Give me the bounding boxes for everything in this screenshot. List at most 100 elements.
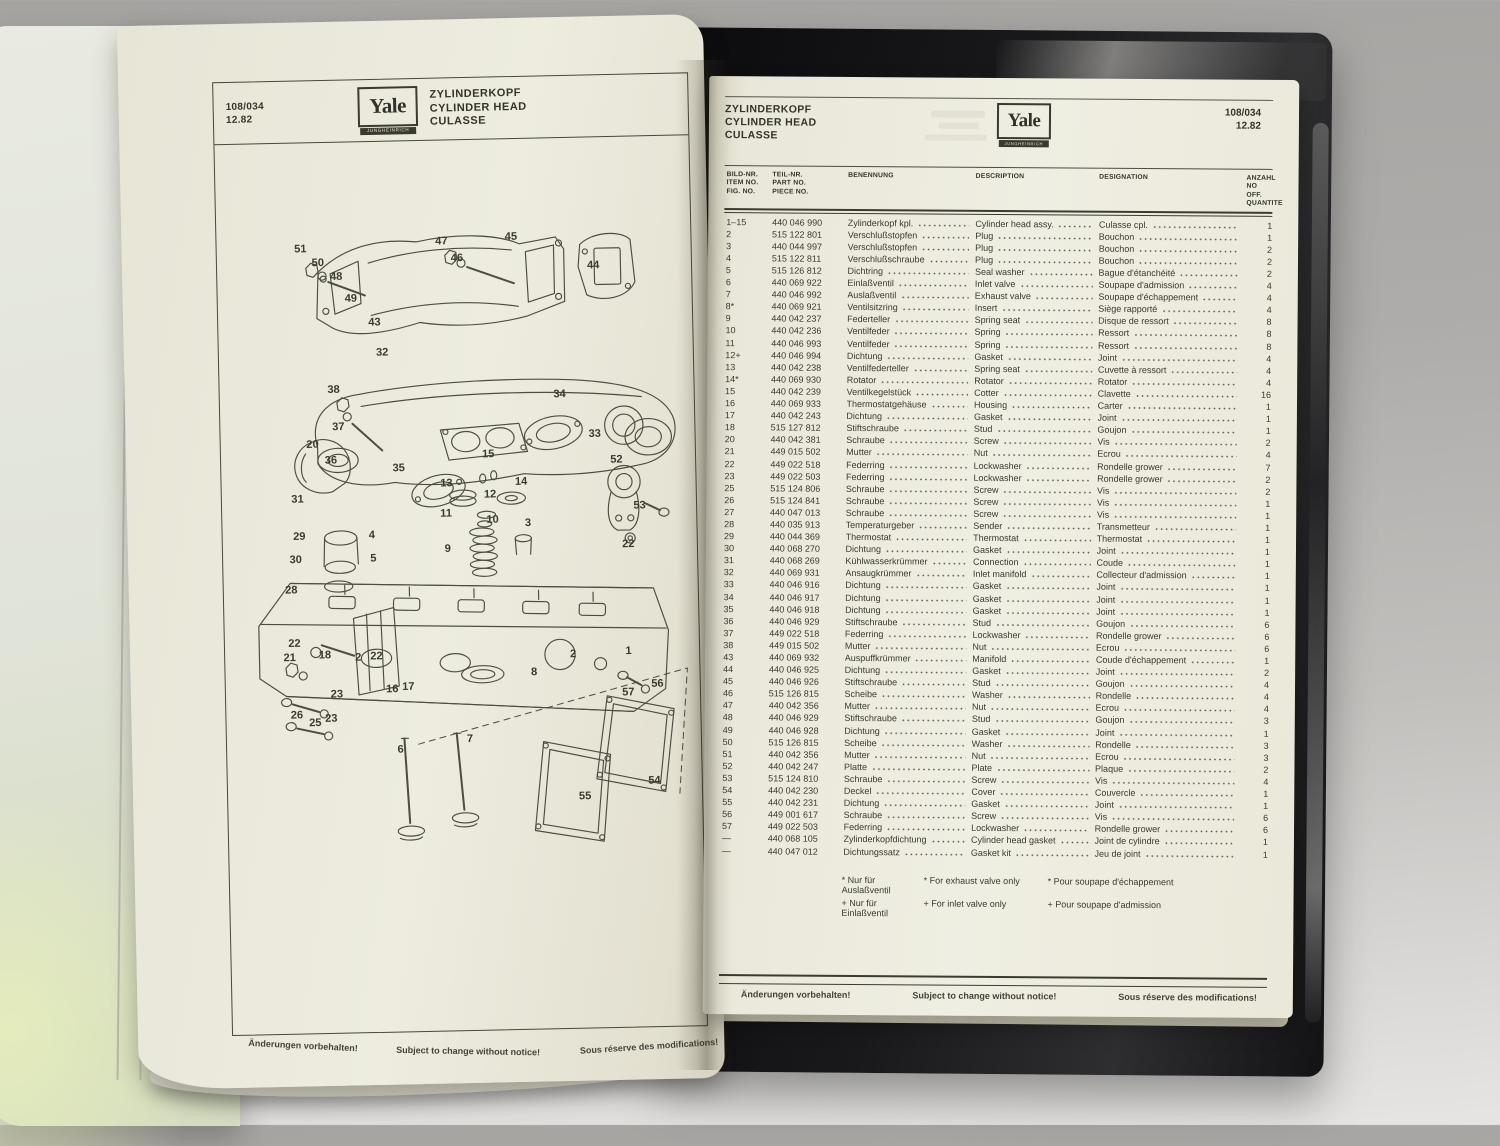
dot-leader <box>990 644 1090 653</box>
cell-en: Seal washer <box>975 267 1099 278</box>
cell-en: Connection <box>973 557 1097 568</box>
water-elbow <box>294 439 359 593</box>
cell-fr: Bouchon <box>1099 231 1245 243</box>
diagram-callout: 12 <box>484 488 497 500</box>
dot-leader <box>903 849 965 858</box>
diagram-callout: 22 <box>622 538 635 550</box>
dot-leader <box>1119 548 1237 557</box>
cell-en: Nut <box>972 642 1096 653</box>
cell-part: 440 046 929 <box>768 712 819 724</box>
cell-item: 48 <box>722 712 733 723</box>
cell-fr: Goujon <box>1096 618 1242 630</box>
dot-leader <box>1002 439 1092 447</box>
dot-leader <box>1113 440 1237 448</box>
dot-leader <box>1144 851 1234 860</box>
cell-en: Washer <box>972 738 1096 750</box>
cell-en: Gasket <box>973 593 1097 605</box>
cell-part: 440 042 356 <box>768 749 819 760</box>
cell-en: Gasket <box>973 581 1097 593</box>
cell-fr: Ecrou <box>1095 751 1241 763</box>
cell-fr: Rondelle grower <box>1095 824 1241 835</box>
cell-en: Thermostat <box>973 533 1097 544</box>
cell-de: Zylinderkopfdichtung <box>843 834 971 846</box>
cell-de: Federring <box>844 822 972 834</box>
cell-fr: Joint <box>1096 606 1242 618</box>
cell-de: Schraube <box>846 484 974 495</box>
dot-leader <box>1188 283 1238 291</box>
diagram-callout: 2 <box>355 652 361 664</box>
cell-en: Stud <box>972 714 1096 726</box>
dot-leader <box>1007 378 1092 387</box>
cell-part: 440 068 269 <box>769 555 820 566</box>
dot-leader <box>875 450 968 459</box>
dot-leader <box>1005 608 1091 617</box>
dot-leader <box>888 498 968 507</box>
cell-item: 18 <box>724 422 735 433</box>
cell-item: 37 <box>723 627 734 638</box>
cell-part: 440 046 929 <box>769 616 820 627</box>
dot-leader <box>997 257 1093 266</box>
dot-leader <box>1118 669 1236 678</box>
cell-part: 440 046 992 <box>771 289 822 300</box>
dot-leader <box>894 317 969 326</box>
cell-de: Einlaßventil <box>847 278 975 289</box>
dot-leader <box>994 681 1090 689</box>
cell-qty: 7 <box>1265 462 1271 473</box>
cell-fr: Culasse cpl. <box>1099 219 1245 231</box>
cell-fr: Joint <box>1097 413 1243 424</box>
cell-part: 449 015 502 <box>770 446 821 458</box>
diagram-callout: 10 <box>486 514 499 526</box>
manifold-gaskets <box>411 405 644 508</box>
cell-de: Mutter <box>845 641 973 652</box>
cell-part: 440 046 925 <box>768 664 820 675</box>
diagram-callout: 18 <box>319 649 332 661</box>
cell-item: 2 <box>726 228 732 239</box>
cell-item: 49 <box>722 724 733 735</box>
dot-leader <box>1006 741 1090 750</box>
cell-en: Lockwasher <box>974 460 1098 472</box>
dot-leader <box>918 523 968 531</box>
cell-en: Housing <box>974 400 1098 411</box>
cell-item: 45 <box>723 676 734 687</box>
dot-leader <box>1059 838 1089 847</box>
cell-item: 10 <box>725 325 736 336</box>
dot-leader <box>1120 355 1238 364</box>
cell-item: 52 <box>722 760 733 771</box>
cell-item: 14* <box>725 373 739 385</box>
cell-part: 440 042 236 <box>771 325 822 337</box>
footnote-en: * For exhaust valve only <box>923 875 1020 886</box>
footnote-de: + Nur für Einlaßventil <box>841 897 889 918</box>
dot-leader <box>901 305 969 314</box>
cell-fr: Jeu de joint <box>1094 848 1240 860</box>
dot-leader <box>887 632 967 640</box>
dot-leader <box>1024 632 1091 641</box>
cell-part: 440 044 997 <box>771 241 823 252</box>
cell-part: 515 124 810 <box>768 773 819 784</box>
cell-fr: Ecrou <box>1096 643 1242 654</box>
diagram-callout: 54 <box>648 774 661 786</box>
dot-leader <box>994 717 1090 726</box>
dot-leader <box>1118 730 1235 739</box>
doc-number-block: 108/034 12.82 <box>214 98 359 127</box>
dot-leader <box>1005 548 1091 556</box>
dot-leader <box>914 656 967 664</box>
cell-part: 440 035 913 <box>769 519 821 530</box>
dot-leader <box>1002 487 1092 496</box>
cell-part: 440 042 239 <box>770 386 822 397</box>
cell-de: Dichtungssatz <box>843 846 971 858</box>
cell-item: 46 <box>722 688 734 699</box>
cell-de: Verschlußstopfen <box>848 242 976 253</box>
dot-leader <box>886 825 966 834</box>
dot-leader <box>930 837 966 846</box>
cell-en: Lockwasher <box>974 472 1098 484</box>
lifting-plate <box>607 464 670 544</box>
cell-item: 21 <box>724 446 735 457</box>
col-header-qty: ANZAHL NO OFF. QUANTITE <box>1246 174 1283 208</box>
dot-leader <box>1138 258 1239 267</box>
cell-qty: 1 <box>1265 498 1271 509</box>
cell-de: Schraube <box>844 810 972 821</box>
cell-part: 515 126 812 <box>771 265 822 276</box>
cell-item: 38 <box>723 639 734 651</box>
